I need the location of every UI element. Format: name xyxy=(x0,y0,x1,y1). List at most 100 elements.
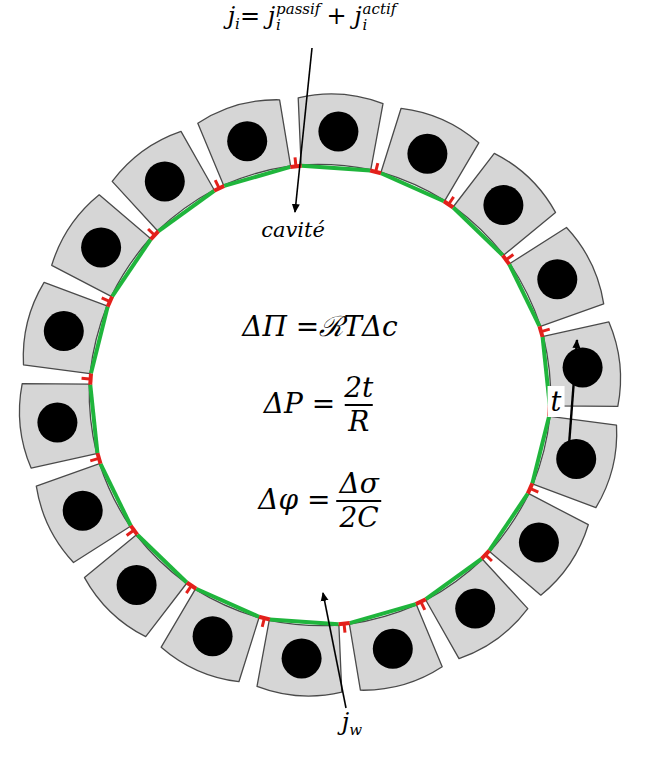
tight-junction xyxy=(507,255,513,260)
denominator: R xyxy=(345,404,372,438)
cell xyxy=(490,494,589,596)
tight-junction xyxy=(90,459,98,461)
apical-membrane xyxy=(224,167,290,186)
cavity-label: cavité xyxy=(261,218,325,242)
apical-membrane xyxy=(196,589,259,617)
nucleus xyxy=(227,121,267,161)
apical-membrane xyxy=(509,264,539,326)
apical-membrane xyxy=(112,239,150,296)
water-flux-arrow xyxy=(323,593,346,708)
formula: ΔP = xyxy=(264,387,335,420)
cell xyxy=(36,464,130,563)
cell xyxy=(19,384,96,469)
numerator: Δσ xyxy=(336,468,381,500)
nucleus xyxy=(81,227,121,267)
cell-ring xyxy=(19,94,620,696)
apical-membrane xyxy=(91,307,108,374)
nucleus xyxy=(318,112,358,152)
superscript: passif xyxy=(276,2,320,18)
nucleus xyxy=(63,491,103,531)
subscript: i xyxy=(363,18,397,34)
subscript: i xyxy=(235,15,240,33)
apical-membrane xyxy=(453,208,502,256)
tension-arrow xyxy=(568,340,577,458)
nucleus xyxy=(407,134,447,174)
tight-junction xyxy=(486,555,492,561)
osmotic-formula: ΔΠ =ℛTΔc xyxy=(242,306,398,344)
cell xyxy=(349,605,442,690)
superscript: actif xyxy=(363,2,397,18)
index-stack: passifi xyxy=(276,2,320,34)
nucleus xyxy=(373,629,413,669)
nucleus xyxy=(556,439,596,479)
tight-junction xyxy=(82,377,90,381)
pressure-formula: ΔP =2tR xyxy=(264,372,377,438)
potential-formula: Δφ =Δσ2C xyxy=(258,468,382,534)
tight-junction xyxy=(294,157,298,165)
flux-arrow xyxy=(295,48,312,212)
nucleus xyxy=(519,523,559,563)
nucleus xyxy=(193,616,233,656)
apical-membrane xyxy=(532,417,549,484)
cell xyxy=(85,535,187,637)
apical-membrane xyxy=(489,494,527,551)
tight-junction xyxy=(338,623,349,624)
flux-formula: ji= jpassifi+ jactifi xyxy=(228,2,397,34)
apical-membrane xyxy=(101,464,131,526)
index-stack: actifi xyxy=(363,2,397,34)
apical-membrane xyxy=(159,191,215,231)
cell xyxy=(257,620,342,696)
cell xyxy=(298,94,383,170)
nucleus xyxy=(37,403,77,443)
apical-membrane xyxy=(90,385,97,453)
tension-label: t xyxy=(548,386,565,417)
tight-junction xyxy=(539,326,542,337)
apical-membrane xyxy=(381,173,444,201)
tight-junction xyxy=(186,587,190,594)
tight-junction xyxy=(97,453,100,464)
cell xyxy=(112,131,214,230)
symbol: + j xyxy=(326,2,361,30)
tight-junction xyxy=(127,531,133,536)
tight-junction xyxy=(148,229,154,235)
nucleus xyxy=(145,161,185,201)
tight-junction xyxy=(421,603,425,610)
tight-junction xyxy=(376,163,378,171)
cell xyxy=(381,108,479,200)
tight-junction xyxy=(343,625,347,633)
apical-membrane xyxy=(350,604,416,623)
apical-junctions xyxy=(82,157,559,632)
tight-junction xyxy=(262,619,264,627)
numerator: 2t xyxy=(341,372,376,404)
tight-junction xyxy=(215,180,219,187)
tight-junction xyxy=(259,617,270,620)
cell xyxy=(52,195,151,296)
nucleus xyxy=(537,259,577,299)
cell xyxy=(426,559,528,658)
cell xyxy=(198,100,291,185)
cell xyxy=(533,416,617,507)
cell xyxy=(23,282,107,373)
subscript: i xyxy=(276,18,320,34)
symbol: j xyxy=(228,2,235,30)
cell xyxy=(510,228,604,327)
nucleus xyxy=(563,347,603,387)
nucleus xyxy=(117,565,157,605)
tight-junction xyxy=(102,298,109,301)
apical-membrane xyxy=(426,559,482,599)
symbol: = j xyxy=(240,2,275,30)
water-flux-label: jw xyxy=(342,708,362,739)
cell xyxy=(161,589,259,681)
subscript: w xyxy=(349,721,362,739)
nucleus xyxy=(282,638,322,678)
nucleus xyxy=(455,589,495,629)
fraction: Δσ2C xyxy=(336,468,381,534)
tight-junction xyxy=(449,197,453,204)
denominator: 2C xyxy=(336,500,381,534)
fraction: 2tR xyxy=(341,372,376,438)
formula: Δφ = xyxy=(258,483,330,516)
tension-label: t xyxy=(548,386,565,417)
formula: ΔΠ =ℛTΔc xyxy=(242,310,398,343)
